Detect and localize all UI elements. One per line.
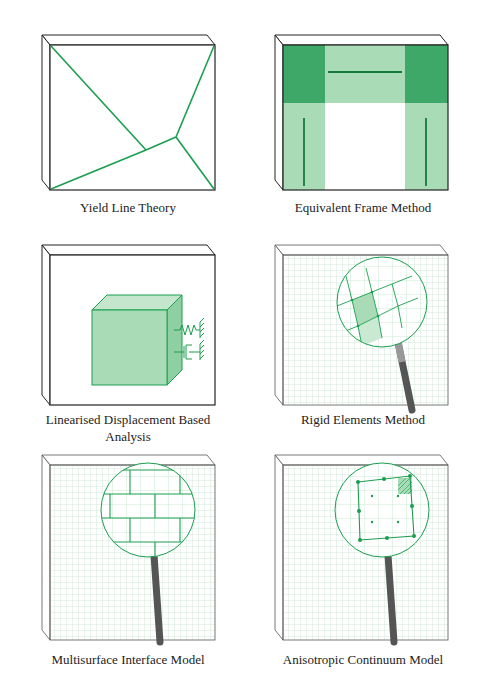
- anisotropic-wall: [275, 455, 448, 642]
- caption: Linearised Displacement Based Analysis: [33, 411, 223, 445]
- caption: Rigid Elements Method: [263, 411, 463, 428]
- rigid-elements-wall: [275, 245, 448, 410]
- linearised-wall: [42, 245, 215, 405]
- yield-line-wall: [42, 35, 215, 190]
- caption: Yield Line Theory: [28, 199, 228, 216]
- equivalent-frame-wall: [275, 35, 448, 190]
- caption: Equivalent Frame Method: [263, 199, 463, 216]
- caption: Multisurface Interface Model: [23, 651, 233, 668]
- multisurface-wall: [42, 455, 215, 642]
- caption: Anisotropic Continuum Model: [258, 651, 468, 668]
